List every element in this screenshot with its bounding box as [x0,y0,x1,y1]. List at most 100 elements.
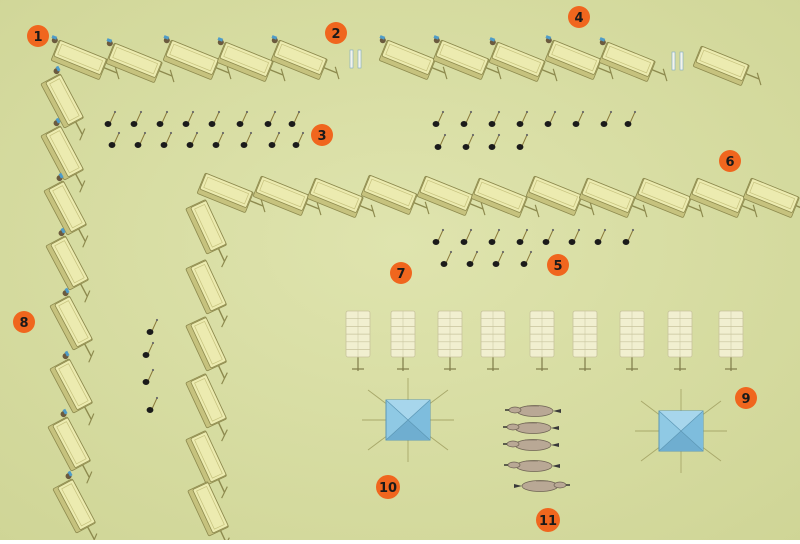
soldier-icon [182,110,195,127]
horse-icon [514,480,570,492]
post-icon [679,51,684,71]
wagon-icon [51,35,120,80]
wagon-icon [743,177,800,218]
soldier-icon [520,250,533,267]
marker-7: 7 [390,262,412,284]
wagon-layer [40,35,800,544]
soldier-icon [466,250,479,267]
wagon-icon [43,172,89,248]
horse-icon [503,439,559,451]
wagon-icon [40,65,86,141]
soldier-icon [142,341,155,358]
wagon-icon [106,38,175,83]
marker-4: 4 [568,6,590,28]
svg-text:11: 11 [539,514,557,529]
wagon-icon [197,172,266,213]
wagon-icon [693,45,762,86]
soldier-icon [600,110,613,127]
soldier-icon [186,131,199,148]
soldier-icon [108,131,121,148]
wagon-icon [253,175,322,216]
soldier-icon [462,133,475,150]
soldier-icon [516,228,529,245]
soldier-icon [572,110,585,127]
soldier-icon [488,228,501,245]
wagon-icon [379,35,448,80]
wagon-icon [579,177,648,218]
pavilion-icon [362,378,454,462]
horse-icon [504,460,560,472]
marker-layer: 1 2 3 4 5 6 7 8 9 [13,6,757,532]
marker-11: 11 [536,508,560,532]
horse-layer [503,405,570,492]
soldier-icon [544,110,557,127]
wagon-icon [526,175,595,216]
tent-icon [480,310,506,371]
pavilion-icon [635,389,727,473]
tent-icon [437,310,463,371]
soldier-icon [268,131,281,148]
wagon-icon [185,430,228,499]
tent-icon [390,310,416,371]
wagon-icon [45,227,91,303]
marker-6: 6 [719,150,741,172]
tent-icon [572,310,598,371]
wagon-icon [185,373,228,442]
soldier-icon [134,131,147,148]
wagon-icon [433,35,502,80]
svg-text:10: 10 [379,481,397,496]
wagon-icon [489,37,558,82]
soldier-icon [264,110,277,127]
tent-layer [345,310,744,371]
svg-text:4: 4 [574,11,583,26]
soldier-icon [460,228,473,245]
wagon-icon [49,287,95,363]
soldier-layer [104,49,684,413]
marker-1: 1 [27,25,49,47]
wagon-icon [217,37,286,82]
marker-9: 9 [735,387,757,409]
wagon-icon [689,177,758,218]
soldier-icon [594,228,607,245]
wagon-icon [271,35,340,80]
pavilion-layer [362,378,727,473]
post-icon [349,49,354,69]
horse-icon [503,422,559,434]
wagon-icon [52,470,98,544]
svg-text:9: 9 [741,392,750,407]
tent-icon [667,310,693,371]
soldier-icon [492,250,505,267]
soldier-icon [240,131,253,148]
tent-icon [619,310,645,371]
svg-text:7: 7 [396,267,405,282]
wagon-icon [185,316,228,385]
soldier-icon [516,110,529,127]
marker-8: 8 [13,311,35,333]
wagon-icon [545,35,614,80]
soldier-icon [208,110,221,127]
soldier-icon [236,110,249,127]
svg-text:1: 1 [33,30,42,45]
svg-text:8: 8 [19,316,28,331]
wagon-icon [47,408,93,484]
soldier-icon [104,110,117,127]
soldier-icon [160,131,173,148]
soldier-icon [432,110,445,127]
marker-2: 2 [325,22,347,44]
soldier-icon [516,133,529,150]
wagon-icon [635,177,704,218]
svg-text:6: 6 [725,155,734,170]
wagon-icon [599,37,668,82]
soldier-icon [288,110,301,127]
svg-text:5: 5 [553,259,562,274]
soldier-icon [624,110,637,127]
wagon-icon [185,199,228,268]
horse-icon [505,405,561,417]
wagon-icon [185,259,228,328]
soldier-icon [130,110,143,127]
wagon-icon [307,177,376,218]
soldier-icon [146,396,159,413]
post-icon [357,49,362,69]
